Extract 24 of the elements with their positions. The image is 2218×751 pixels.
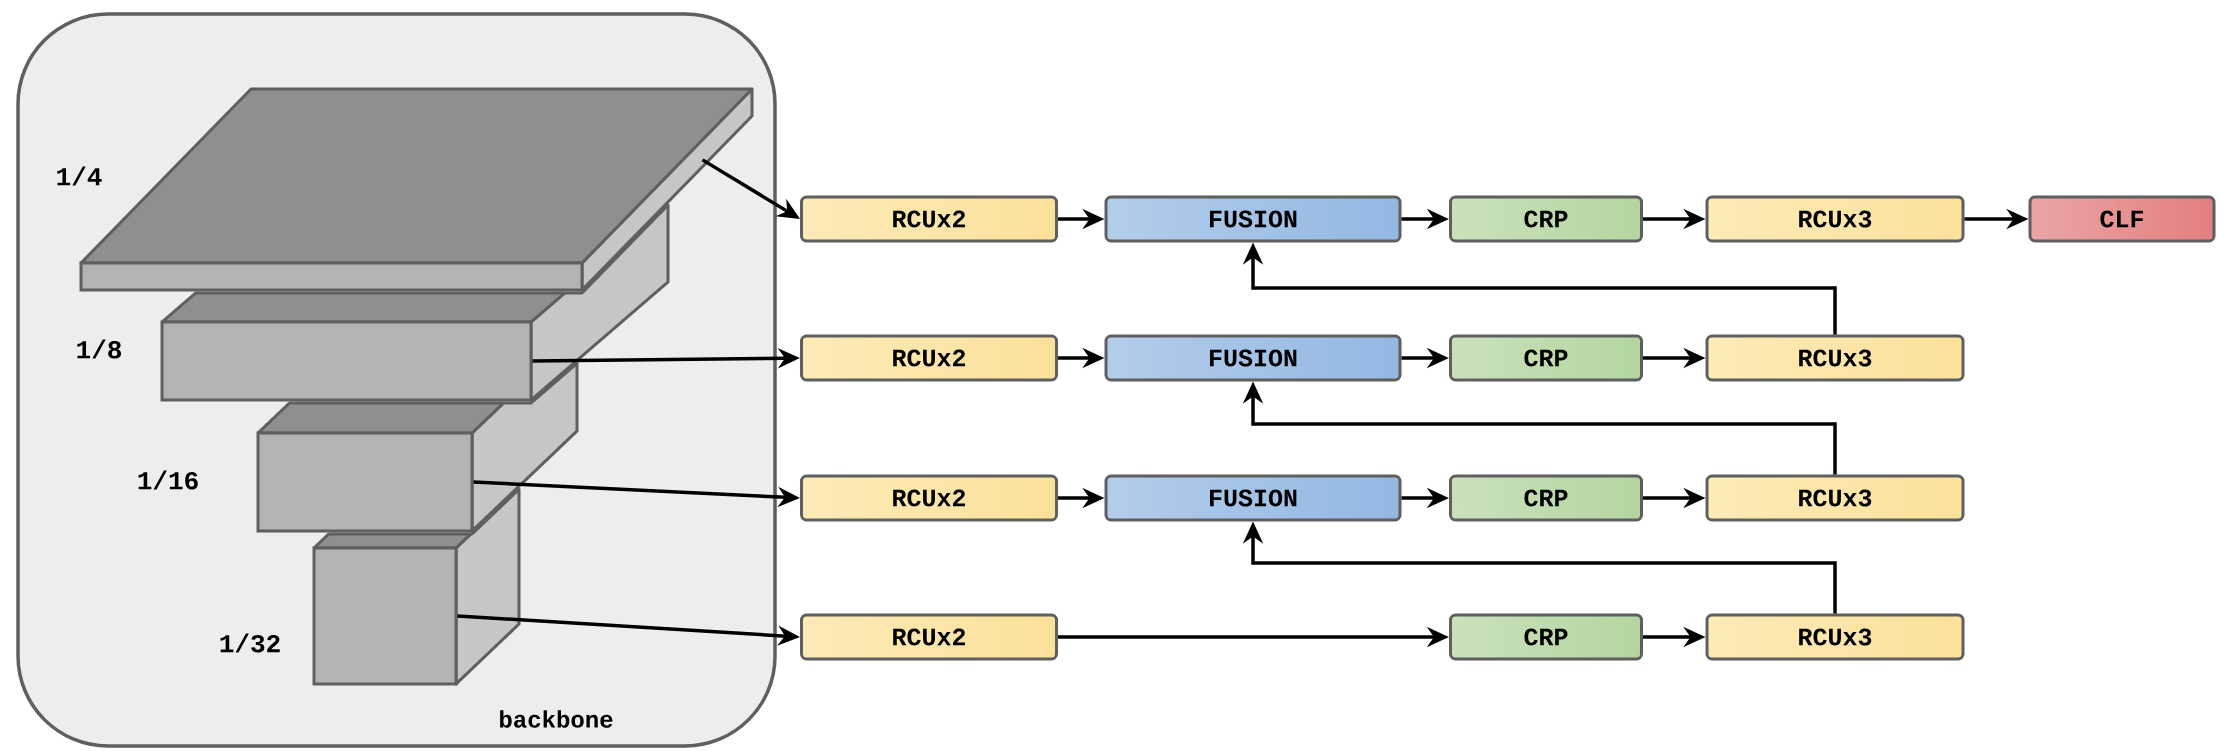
rcu-box: RCUx3: [1705, 613, 1965, 661]
panel-label: backbone: [500, 710, 613, 728]
scale-label: 1/8: [77, 339, 122, 359]
rcu-box: RCUx3: [1705, 474, 1965, 522]
scale-label: 1/32: [220, 633, 280, 653]
fusion-box: FUSION: [1104, 195, 1402, 243]
clf-box: CLF: [2028, 195, 2216, 243]
rcu-box: RCUx2: [800, 334, 1058, 382]
rcu-box: RCUx3: [1705, 195, 1965, 243]
rcu-box: RCUx3: [1705, 334, 1965, 382]
crp-box: CRP: [1449, 613, 1643, 661]
crp-box: CRP: [1449, 474, 1643, 522]
rcu-box: RCUx2: [800, 613, 1058, 661]
crp-box: CRP: [1449, 334, 1643, 382]
layer-block: [256, 361, 579, 533]
rcu-box: RCUx2: [800, 474, 1058, 522]
fusion-box: FUSION: [1104, 334, 1402, 382]
layer-block: [160, 203, 670, 402]
crp-box: CRP: [1449, 195, 1643, 243]
scale-label: 1/4: [57, 166, 102, 186]
layer-block: [312, 487, 521, 686]
rcu-box: RCUx2: [800, 195, 1058, 243]
scale-label: 1/16: [138, 470, 198, 490]
fusion-box: FUSION: [1104, 474, 1402, 522]
